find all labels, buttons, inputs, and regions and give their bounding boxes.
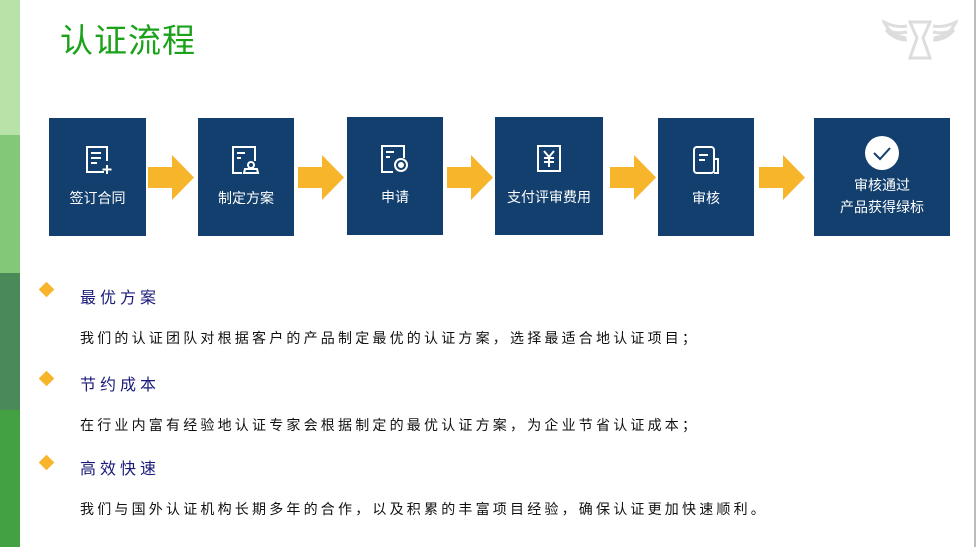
step-label: 申请 (381, 190, 409, 206)
document-add-icon (85, 146, 111, 174)
diamond-bullet-icon (38, 370, 55, 387)
step-label: 支付评审费用 (507, 190, 591, 206)
right-border (974, 0, 976, 547)
step-pay-fee: 支付评审费用 (495, 117, 603, 235)
section-text: 我们与国外认证机构长期多年的合作，以及积累的丰富项目经验，确保认证更加快速顺利。 (80, 502, 768, 518)
section-text: 我们的认证团队对根据客户的产品制定最优的认证方案，选择最适合地认证项目； (80, 331, 700, 347)
section-heading: 节约成本 (80, 375, 161, 394)
arrow-icon (447, 155, 493, 200)
arrow-icon (610, 155, 656, 200)
arrow-icon (148, 155, 194, 200)
side-band-2 (0, 135, 20, 273)
step-label: 制定方案 (218, 191, 274, 207)
step-label: 签订合同 (69, 191, 126, 207)
winged-hourglass-logo-icon (882, 19, 958, 60)
yen-receipt-icon (537, 145, 561, 172)
arrow-icon (759, 155, 805, 200)
section-heading: 高效快速 (80, 459, 161, 478)
document-badge-icon (381, 145, 408, 173)
section-heading: 最优方案 (80, 288, 161, 307)
step-label-2: 产品获得绿标 (840, 200, 924, 216)
side-band-3 (0, 273, 20, 410)
step-sign-contract: 签订合同 (49, 118, 146, 236)
step-label: 审核通过 (854, 178, 910, 194)
step-review: 审核 (658, 118, 754, 236)
check-circle-icon (865, 136, 899, 170)
step-label: 审核 (692, 191, 720, 207)
section-text: 在行业内富有经验地认证专家会根据制定的最优认证方案，为企业节省认证成本； (80, 418, 700, 434)
arrow-icon (298, 155, 344, 200)
document-person-icon (232, 146, 260, 174)
step-apply: 申请 (347, 117, 443, 235)
diamond-bullet-icon (38, 454, 55, 471)
side-band-1 (0, 0, 20, 135)
page-title: 认证流程 (60, 21, 196, 60)
diamond-bullet-icon (38, 281, 55, 298)
step-make-plan: 制定方案 (198, 118, 294, 236)
document-review-icon (693, 146, 719, 174)
side-band-4 (0, 410, 20, 547)
step-approved: 审核通过 产品获得绿标 (814, 118, 950, 236)
